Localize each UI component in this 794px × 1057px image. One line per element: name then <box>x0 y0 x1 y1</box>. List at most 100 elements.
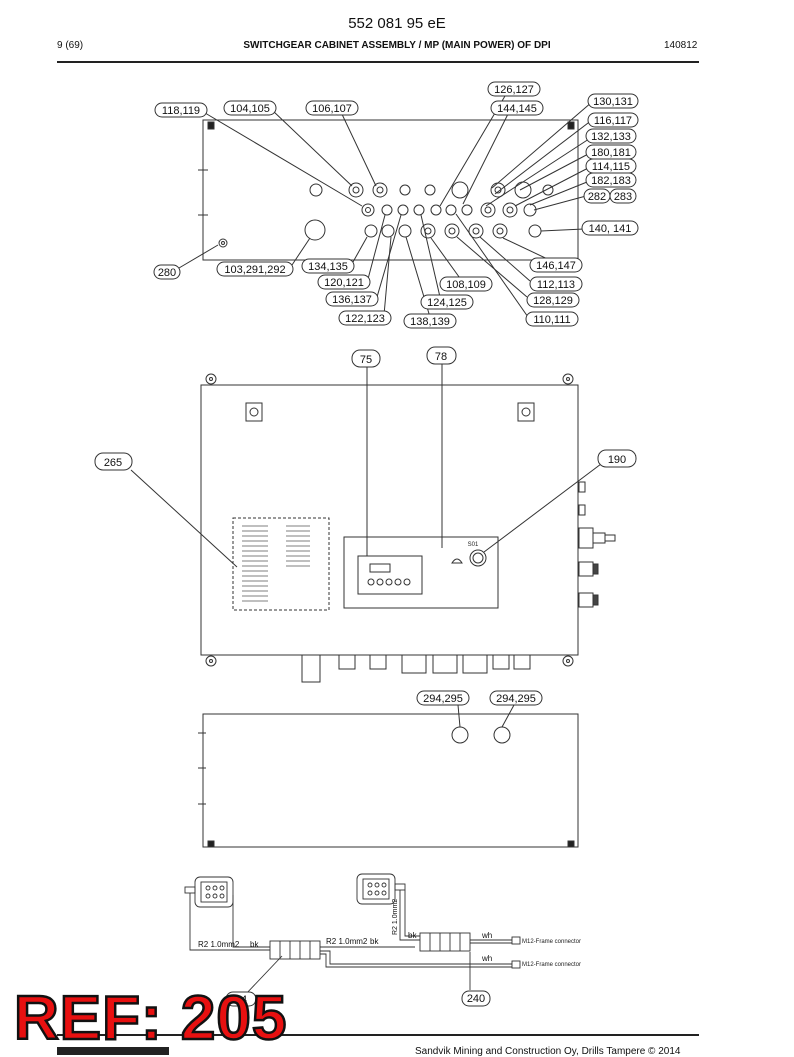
wire-label-r2-left: R2 1.0mm2 <box>198 940 240 949</box>
svg-text:130,131: 130,131 <box>593 96 633 108</box>
callout-144-145: 144,145 <box>490 100 544 116</box>
cabinet-front-outline <box>200 384 579 656</box>
svg-text:134,135: 134,135 <box>308 261 348 273</box>
wire-label-bk-right: bk <box>408 931 417 940</box>
callout-112-113: 112,113 <box>529 276 583 292</box>
control-panel <box>343 536 499 609</box>
svg-text:182,183: 182,183 <box>591 175 631 187</box>
callout-103-291-292: 103,291,292 <box>216 261 294 277</box>
cabinet-bottom-outline <box>202 713 579 848</box>
svg-text:103,291,292: 103,291,292 <box>224 264 285 276</box>
sandvik-logo <box>57 1047 169 1055</box>
wire-label-r2-vertical: R2 1.0mm2 <box>392 899 399 935</box>
callout-24: 24 <box>225 991 257 1007</box>
svg-text:118,119: 118,119 <box>162 105 200 117</box>
svg-text:146,147: 146,147 <box>536 260 576 272</box>
callout-140-141: 140, 141 <box>581 220 639 236</box>
wiring-labels: R2 1.0mm2 bk R2 1.0mm2 bk R2 1.0mm2 bk w… <box>198 899 581 1007</box>
svg-text:136,137: 136,137 <box>332 294 372 306</box>
svg-text:180,181: 180,181 <box>591 147 631 159</box>
callout-146-147: 146,147 <box>529 257 583 273</box>
callout-120-121: 120,121 <box>317 274 371 290</box>
callout-282: 282 <box>583 188 611 204</box>
callout-294-295-b: 294,295 <box>489 690 543 706</box>
wire-label-bk-left: bk <box>250 940 259 949</box>
s01-button <box>469 549 487 567</box>
callout-104-105: 104,105 <box>223 100 277 116</box>
callout-110-111: 110,111 <box>525 311 579 327</box>
svg-text:124,125: 124,125 <box>427 297 467 309</box>
page-number: 9 (69) <box>57 40 84 51</box>
callout-106-107: 106,107 <box>305 100 359 116</box>
svg-text:110,111: 110,111 <box>533 314 570 326</box>
svg-text:128,129: 128,129 <box>533 295 573 307</box>
svg-text:112,113: 112,113 <box>537 279 575 291</box>
display-unit <box>357 555 423 595</box>
callout-108-109: 108,109 <box>439 276 493 292</box>
callout-136-137: 136,137 <box>325 291 379 307</box>
wire-label-bk-mid: bk <box>370 937 379 946</box>
callout-132-133: 132,133 <box>585 128 637 144</box>
callout-124-125: 124,125 <box>420 294 474 310</box>
front-view <box>130 364 616 683</box>
callout-190: 190 <box>597 449 637 468</box>
wire-label-wh-top: wh <box>481 931 492 940</box>
s01-label: S01 <box>468 542 479 548</box>
wire-label-wh-bottom: wh <box>481 954 492 963</box>
document-number: 552 081 95 eE <box>348 15 446 32</box>
svg-text:283: 283 <box>614 191 632 203</box>
callout-280: 280 <box>153 264 181 280</box>
callout-128-129: 128,129 <box>526 292 580 308</box>
svg-text:132,133: 132,133 <box>591 131 631 143</box>
svg-text:114,115: 114,115 <box>592 161 630 173</box>
svg-text:265: 265 <box>104 457 122 469</box>
callout-75: 75 <box>351 349 381 368</box>
footer-copyright: Sandvik Mining and Construction Oy, Dril… <box>415 1046 681 1057</box>
header-rule <box>57 61 699 63</box>
svg-text:240: 240 <box>467 993 485 1005</box>
connector-label-top: M12-Frame connector <box>522 939 581 945</box>
cabinet-top-outline <box>202 119 579 261</box>
bottom-view-callouts: 294,295 294,295 <box>416 690 543 706</box>
svg-text:78: 78 <box>435 351 447 363</box>
svg-text:122,123: 122,123 <box>345 313 385 325</box>
wire-label-r2-mid: R2 1.0mm2 <box>326 937 368 946</box>
date-code: 140812 <box>664 40 698 51</box>
top-view <box>178 95 593 318</box>
callout-118-119: 118,119 <box>154 102 208 118</box>
svg-text:280: 280 <box>158 267 176 279</box>
callout-114-115: 114,115 <box>585 158 637 174</box>
svg-text:75: 75 <box>360 354 372 366</box>
svg-text:294,295: 294,295 <box>423 693 463 705</box>
callout-138-139: 138,139 <box>403 313 457 329</box>
top-view-callouts: 118,119 104,105 106,107 126,127 144,145 … <box>153 81 639 329</box>
connector-label-bottom: M12-Frame connector <box>522 962 581 968</box>
ref-stamp: REF: 205 <box>13 984 288 1053</box>
svg-text:282: 282 <box>588 191 606 203</box>
svg-text:116,117: 116,117 <box>594 115 632 127</box>
callout-265: 265 <box>94 452 133 471</box>
callout-126-127: 126,127 <box>487 81 541 97</box>
svg-text:140, 141: 140, 141 <box>589 223 632 235</box>
svg-text:104,105: 104,105 <box>230 103 270 115</box>
callout-283: 283 <box>609 188 637 204</box>
svg-text:190: 190 <box>608 454 626 466</box>
footer-rule <box>57 1034 699 1036</box>
svg-text:106,107: 106,107 <box>312 103 352 115</box>
svg-text:120,121: 120,121 <box>324 277 364 289</box>
callout-180-181: 180,181 <box>585 144 637 160</box>
bottom-view <box>198 704 579 848</box>
callout-78: 78 <box>426 346 457 365</box>
callout-122-123: 122,123 <box>338 310 392 326</box>
svg-text:126,127: 126,127 <box>494 84 534 96</box>
callout-134-135: 134,135 <box>301 258 355 274</box>
svg-text:294,295: 294,295 <box>496 693 536 705</box>
callout-294-295-a: 294,295 <box>416 690 470 706</box>
svg-text:144,145: 144,145 <box>497 103 537 115</box>
svg-text:24: 24 <box>235 994 247 1006</box>
front-view-callouts: 75 78 265 190 <box>94 346 637 471</box>
callout-130-131: 130,131 <box>587 93 639 109</box>
callout-240: 240 <box>461 990 491 1007</box>
wiring-diagram <box>184 873 521 997</box>
